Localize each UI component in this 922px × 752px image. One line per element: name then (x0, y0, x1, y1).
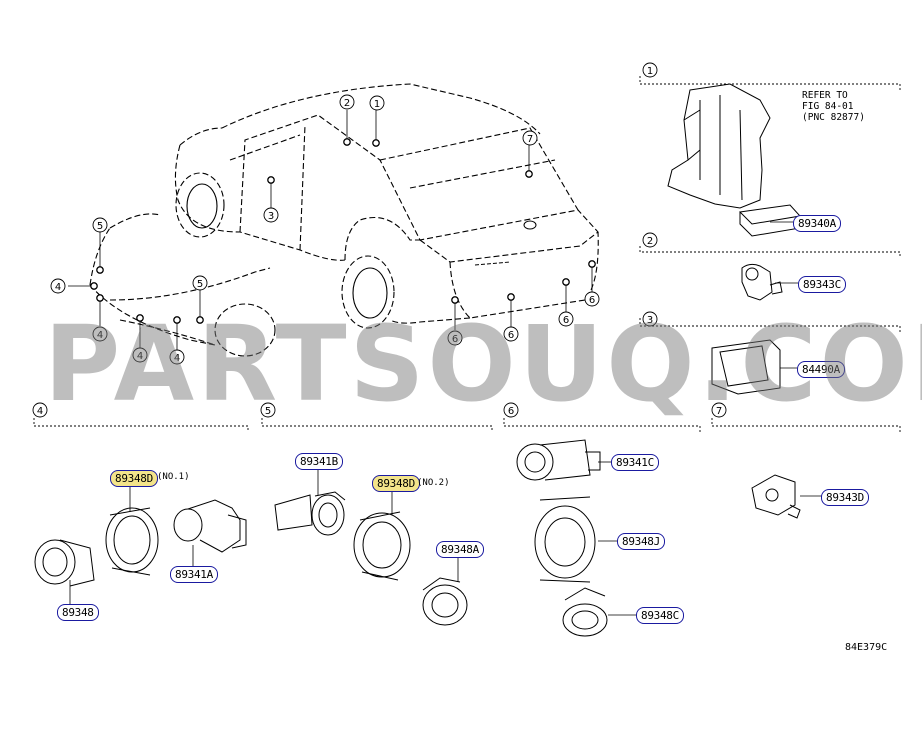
callout-numbers: 1 2 3 7 5 4 4 5 4 4 6 6 6 6 1 2 3 4 5 6 … (37, 66, 722, 417)
retainer-89348d-no1 (105, 507, 159, 576)
location-dot (507, 293, 515, 301)
sensor-89341a (173, 499, 247, 553)
part-89348-label[interactable]: 89348 (57, 604, 99, 621)
bracket-89340 (667, 83, 771, 209)
location-dot (451, 296, 459, 304)
location-dot (343, 138, 351, 146)
bezel-89348 (34, 539, 95, 587)
section-number: 7 (716, 406, 722, 417)
retainer-89348d-no2 (353, 511, 411, 581)
car-overview (174, 83, 599, 324)
part-84490a-label[interactable]: 84490A (797, 361, 845, 378)
part-89343c-label[interactable]: 89343C (798, 276, 846, 293)
location-dots (90, 138, 596, 324)
section-number: 4 (37, 406, 43, 417)
callout-number: 6 (589, 295, 595, 306)
location-dot (96, 266, 104, 274)
ecu-module (738, 204, 801, 237)
section-dividers (33, 76, 901, 432)
part-89341a-label[interactable]: 89341A (170, 566, 218, 583)
callout-number: 5 (197, 279, 203, 290)
location-dot (196, 316, 204, 324)
part-89341c-label[interactable]: 89341C (611, 454, 659, 471)
sensor-89341c (516, 439, 601, 481)
section-number: 2 (647, 236, 653, 247)
callout-number: 3 (268, 211, 274, 222)
reference-note: REFER TO FIG 84-01 (PNC 82877) (802, 90, 865, 123)
sensor-89341b (274, 491, 346, 536)
part-89348a-label[interactable]: 89348A (436, 541, 484, 558)
part-89348d-no2-label[interactable]: 89348D (372, 475, 420, 492)
callout-number: 4 (55, 282, 61, 293)
part-89340a-label[interactable]: 89340A (793, 215, 841, 232)
bezel-89348c (562, 587, 608, 637)
callout-number: 4 (174, 353, 180, 364)
part-89341b-label[interactable]: 89341B (295, 453, 343, 470)
location-dot (372, 139, 380, 147)
callout-number: 6 (452, 334, 458, 345)
leader-lines (68, 110, 822, 616)
location-dot (267, 176, 275, 184)
callout-number: 2 (344, 98, 350, 109)
callout-number: 1 (374, 99, 380, 110)
location-dot (136, 314, 144, 322)
location-dot (588, 260, 596, 268)
location-dot (525, 170, 533, 178)
front-bumper-overview (89, 213, 276, 357)
location-dot (90, 282, 98, 290)
switch-84490a (711, 339, 781, 395)
switch-89343d (751, 474, 801, 519)
part-89348j-label[interactable]: 89348J (617, 533, 665, 550)
retainer-89348j (534, 496, 596, 583)
callout-number: 7 (527, 134, 533, 145)
location-dot (562, 278, 570, 286)
location-dot (96, 294, 104, 302)
section-number: 5 (265, 406, 271, 417)
callout-circles (32, 62, 727, 418)
callout-number: 5 (97, 221, 103, 232)
location-dot (173, 316, 181, 324)
callout-number: 6 (563, 315, 569, 326)
part-89348d-no1-note: (NO.1) (157, 472, 190, 482)
callout-number: 6 (508, 330, 514, 341)
car-wheels (175, 172, 395, 329)
part-89348d-no2-note: (NO.2) (417, 478, 450, 488)
section-number: 6 (508, 406, 514, 417)
bezel-89348a (422, 577, 468, 626)
switch-89343c (741, 263, 783, 301)
callout-number: 4 (137, 351, 143, 362)
section-number: 3 (647, 315, 653, 326)
drawing-code: 84E379C (845, 642, 888, 653)
part-89348d-no1-label[interactable]: 89348D (110, 470, 158, 487)
part-89348c-label[interactable]: 89348C (636, 607, 684, 624)
part-89343d-label[interactable]: 89343D (821, 489, 869, 506)
section-number: 1 (647, 66, 653, 77)
trunk-emblem (474, 220, 537, 266)
callout-number: 4 (97, 330, 103, 341)
